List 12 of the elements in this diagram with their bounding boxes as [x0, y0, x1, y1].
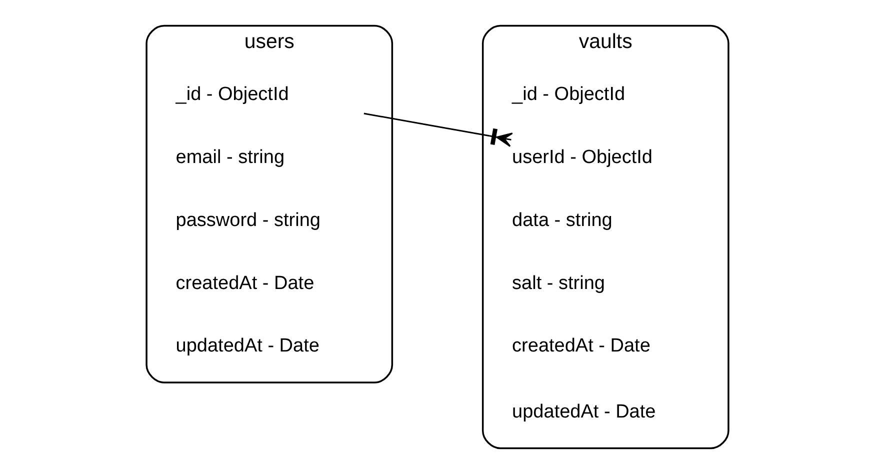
node-text: _id - ObjectId: [512, 84, 626, 106]
node-text: salt - string: [512, 272, 605, 294]
node-text: createdAt - Date: [512, 336, 650, 357]
node-text: password - string: [176, 210, 320, 231]
node-text: _id - ObjectId: [176, 84, 289, 106]
node-text: email - string: [176, 147, 285, 168]
node-text: data - string: [512, 210, 612, 231]
node-text: userId - ObjectId: [512, 147, 653, 168]
node-text: updatedAt - Date: [176, 336, 320, 357]
connector: [364, 112, 514, 147]
node-text: createdAt - Date: [176, 272, 314, 294]
node-text: updatedAt - Date: [512, 401, 656, 422]
